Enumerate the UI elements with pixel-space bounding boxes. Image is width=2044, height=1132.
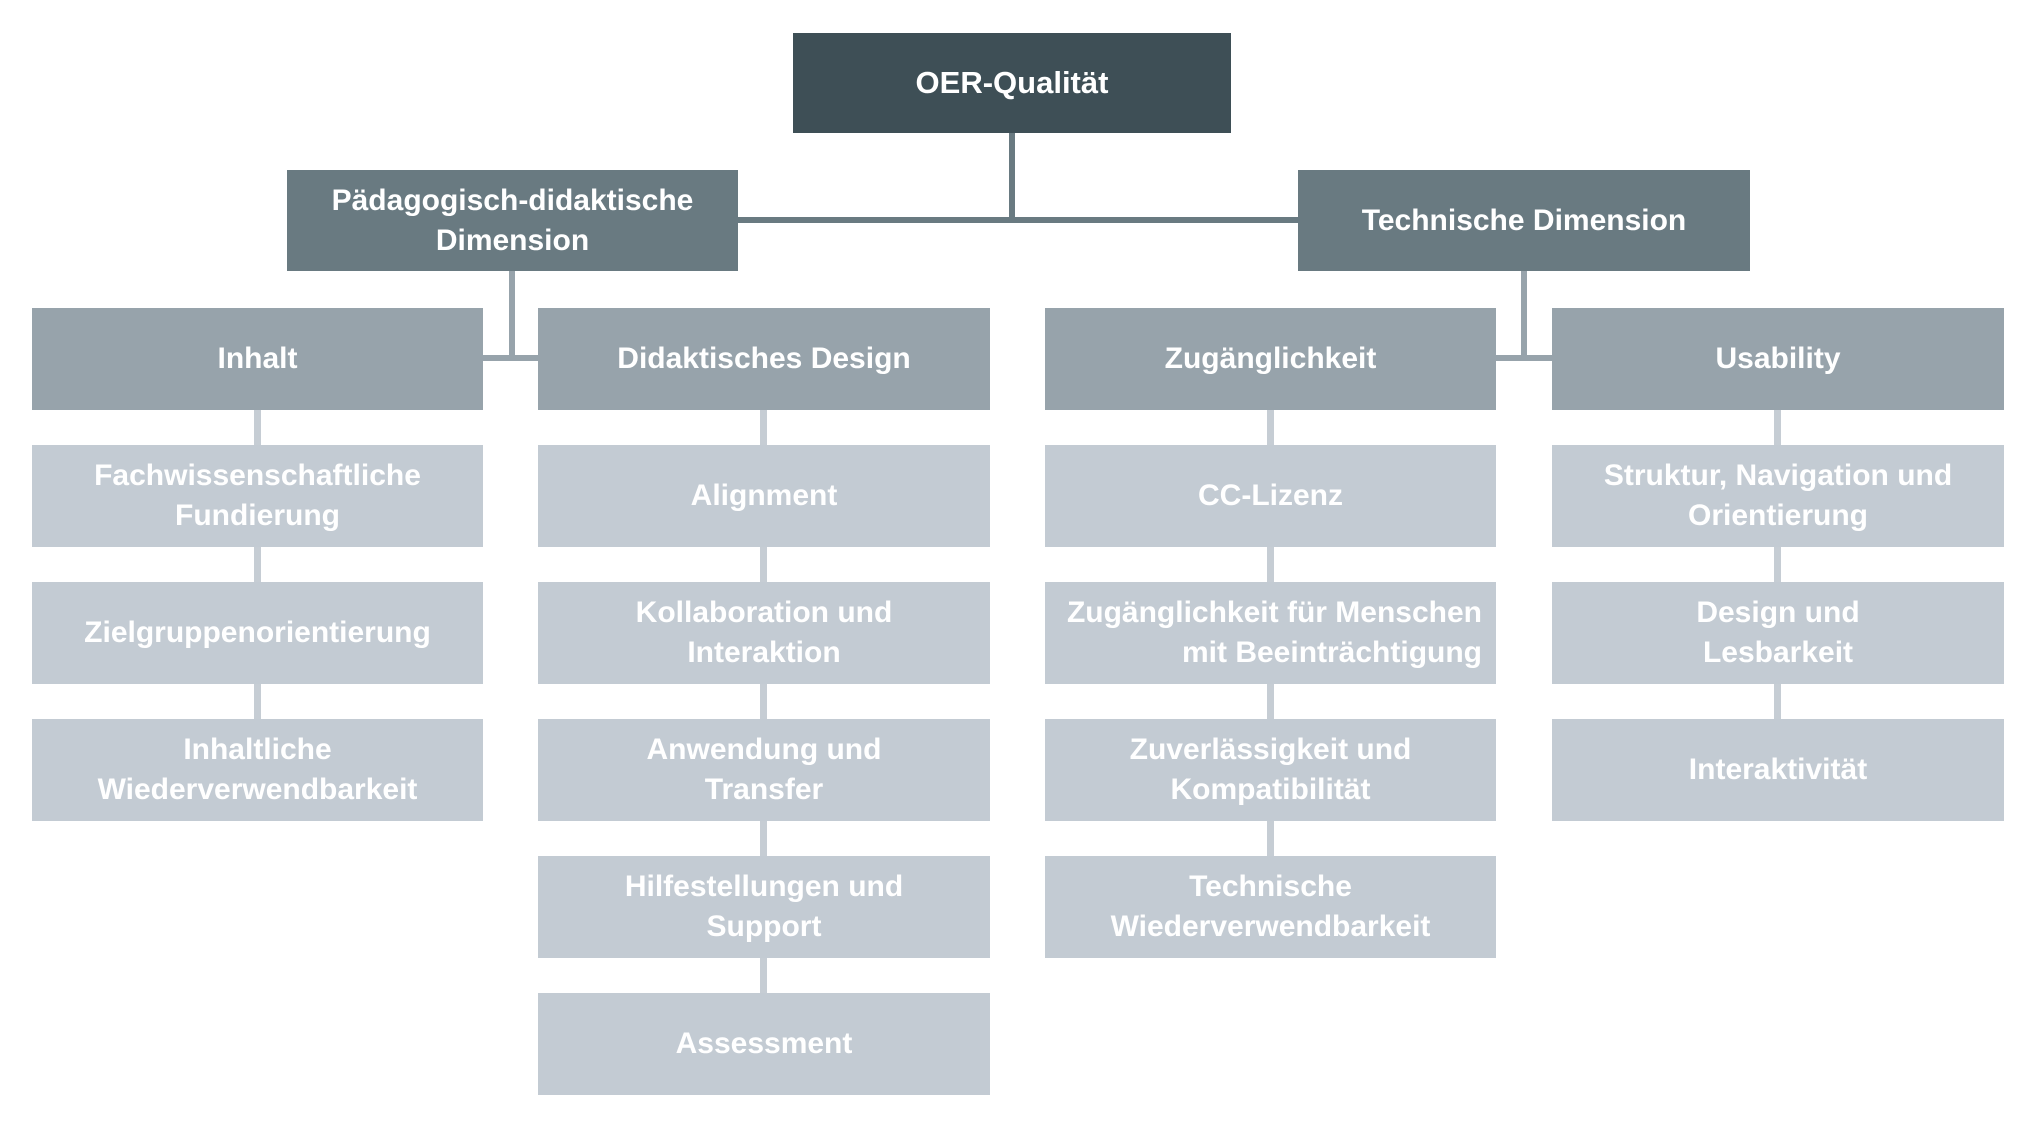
criterion-node-zielgruppenorientierung: Zielgruppenorientierung [32,582,483,684]
criterion-node-cc-lizenz: CC-Lizenz [1045,445,1496,547]
criterion-node-zugaenglichkeit-menschen-beeintraechtigung: Zugänglichkeit für Menschen mit Beeinträ… [1045,582,1496,684]
category-node-inhalt: Inhalt [32,308,483,410]
connector-didaktik-4 [760,821,767,856]
criterion-node-struktur-navigation-orientierung: Struktur, Navigation und Orientierung [1552,445,2004,547]
criterion-node-technische-wiederverwendbarkeit: Technische Wiederverwendbarkeit [1045,856,1496,958]
criterion-node-inhaltliche-wiederverwendbarkeit: Inhaltliche Wiederverwendbarkeit [32,719,483,821]
criterion-node-fachwissenschaftliche-fundierung: Fachwissenschaftliche Fundierung [32,445,483,547]
connector-didaktik-2 [760,547,767,582]
category-node-didaktisches-design: Didaktisches Design [538,308,990,410]
dimension-node-technisch: Technische Dimension [1298,170,1750,271]
connector-paedagogisch-vertical [509,271,515,358]
criterion-node-anwendung-transfer: Anwendung und Transfer [538,719,990,821]
connector-didaktik-3 [760,684,767,719]
connector-zugang-1 [1267,410,1274,445]
criterion-node-zuverlaessigkeit-kompatibilitaet: Zuverlässigkeit und Kompatibilität [1045,719,1496,821]
connector-inhalt-1 [254,410,261,445]
connector-usability-2 [1774,547,1781,582]
connector-root-horizontal [737,217,1299,223]
category-node-usability: Usability [1552,308,2004,410]
connector-inhalt-2 [254,547,261,582]
connector-usability-3 [1774,684,1781,719]
criterion-node-kollaboration-interaktion: Kollaboration und Interaktion [538,582,990,684]
connector-didaktik-1 [760,410,767,445]
criterion-node-alignment: Alignment [538,445,990,547]
connector-technisch-vertical [1521,271,1527,358]
connector-zugang-3 [1267,684,1274,719]
criterion-node-design-lesbarkeit: Design und Lesbarkeit [1552,582,2004,684]
criterion-node-interaktivitaet: Interaktivität [1552,719,2004,821]
criterion-node-assessment: Assessment [538,993,990,1095]
connector-paedagogisch-horizontal [483,355,538,361]
connector-didaktik-5 [760,958,767,993]
connector-usability-1 [1774,410,1781,445]
dimension-node-paedagogisch-didaktisch: Pädagogisch-didaktische Dimension [287,170,738,271]
criterion-node-hilfestellungen-support: Hilfestellungen und Support [538,856,990,958]
connector-technisch-horizontal [1496,355,1552,361]
connector-root-vertical [1009,133,1015,219]
connector-zugang-2 [1267,547,1274,582]
connector-inhalt-3 [254,684,261,719]
connector-zugang-4 [1267,821,1274,856]
category-node-zugaenglichkeit: Zugänglichkeit [1045,308,1496,410]
root-node: OER-Qualität [793,33,1231,133]
